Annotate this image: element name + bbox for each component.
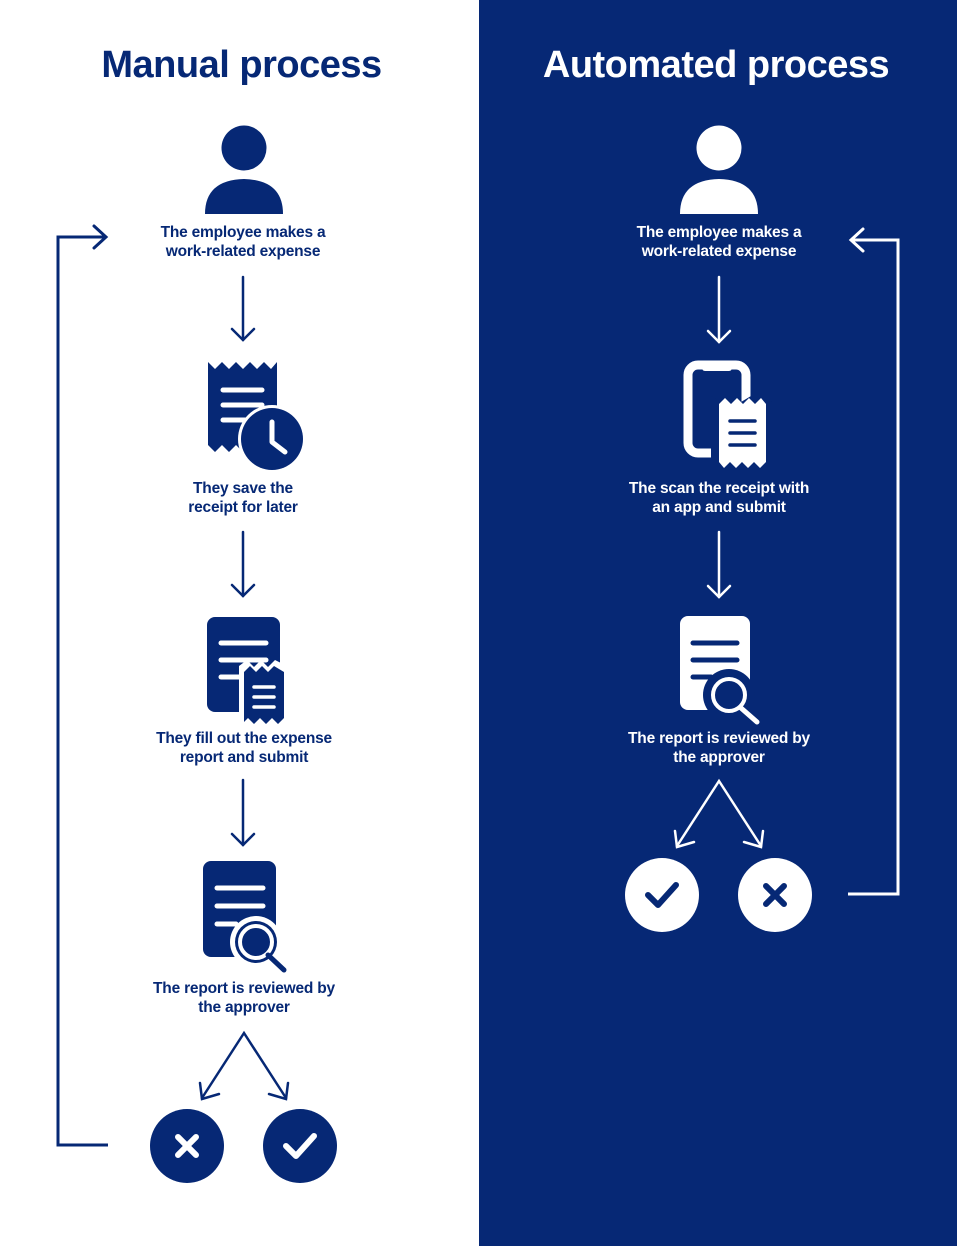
person-icon <box>680 125 758 214</box>
caption-line: the approver <box>673 749 765 766</box>
caption-line: work-related expense <box>641 243 797 260</box>
caption-line: The report is reviewed by <box>628 730 810 747</box>
document-search-icon <box>203 861 287 973</box>
caption-line: an app and submit <box>652 499 786 516</box>
manual-step-1-caption: The employee makes a work-related expens… <box>113 223 373 261</box>
caption-line: The report is reviewed by <box>153 980 335 997</box>
person-icon <box>205 125 283 214</box>
branch-arrows <box>198 1030 290 1101</box>
caption-line: receipt for later <box>188 499 298 516</box>
arrow-down-icon <box>230 778 256 847</box>
document-receipt-icon <box>207 617 289 730</box>
arrow-down-icon <box>706 530 732 599</box>
arrow-down-icon <box>230 275 256 342</box>
manual-step-2-caption: They save the receipt for later <box>113 479 373 517</box>
caption-line: the approver <box>198 999 290 1016</box>
caption-line: The employee makes a <box>160 224 326 241</box>
manual-process-panel: Manual process The employee makes a work… <box>56 44 383 1183</box>
caption-line: work-related expense <box>165 243 321 260</box>
automated-step-3-caption: The report is reviewed by the approver <box>589 729 849 767</box>
automated-process-panel: Automated process The employee makes a w… <box>479 0 957 1246</box>
caption-line: They fill out the expense <box>156 730 332 747</box>
manual-flow-graphics <box>56 125 337 1183</box>
phone-receipt-icon <box>683 360 773 474</box>
manual-step-3-caption: They fill out the expense report and sub… <box>114 729 374 767</box>
caption-line: The employee makes a <box>636 224 802 241</box>
document-search-icon <box>680 616 760 725</box>
reject-icon <box>150 1109 224 1183</box>
arrow-down-icon <box>230 530 256 598</box>
caption-line: report and submit <box>179 749 309 766</box>
approve-icon <box>263 1109 337 1183</box>
branch-arrows <box>673 778 765 849</box>
manual-process-title: Manual process <box>101 44 382 86</box>
automated-flow-graphics <box>625 125 900 932</box>
receipt-clock-icon <box>208 362 306 473</box>
loop-back-arrow <box>848 227 900 896</box>
caption-line: They save the <box>193 480 293 497</box>
automated-step-1-caption: The employee makes a work-related expens… <box>589 223 849 261</box>
arrow-down-icon <box>706 275 732 344</box>
automated-process-title: Automated process <box>542 44 890 86</box>
manual-step-4-caption: The report is reviewed by the approver <box>114 979 374 1017</box>
reject-icon <box>738 858 812 932</box>
loop-back-arrow <box>56 224 109 1147</box>
automated-step-2-caption: The scan the receipt with an app and sub… <box>589 479 849 517</box>
caption-line: The scan the receipt with <box>628 480 810 497</box>
approve-icon <box>625 858 699 932</box>
